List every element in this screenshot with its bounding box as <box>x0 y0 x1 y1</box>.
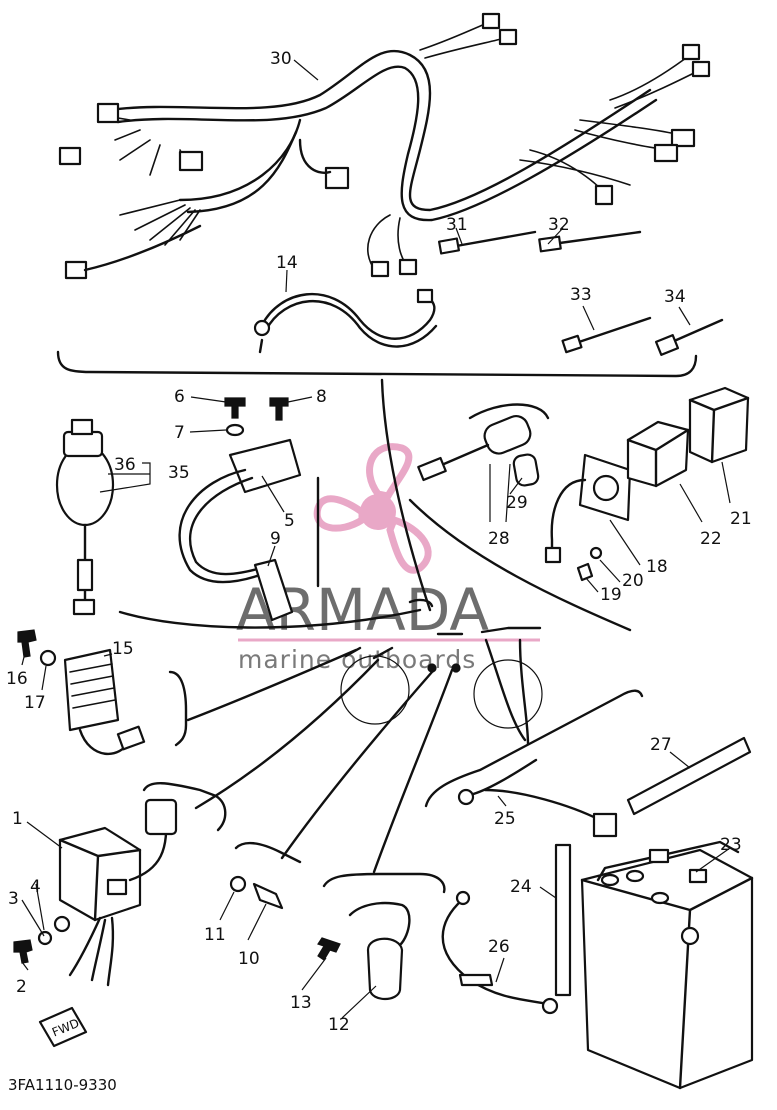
sender-10-11 <box>229 875 284 910</box>
watermark: ARMADA marine outboards <box>236 443 540 674</box>
wire-harness <box>58 12 711 280</box>
relay-box-22 <box>626 420 690 488</box>
callout-1: 1 <box>12 809 23 829</box>
callout-35: 35 <box>168 463 190 483</box>
callout-18: 18 <box>646 557 668 577</box>
callout-12: 12 <box>328 1015 350 1035</box>
battery-bracket <box>424 689 644 808</box>
cable-ties <box>437 230 724 356</box>
band-33 <box>568 316 652 347</box>
callout-17: 17 <box>24 693 46 713</box>
callout-15: 15 <box>112 639 134 659</box>
band-31 <box>443 230 537 250</box>
callout-25: 25 <box>494 809 516 829</box>
callout-23: 23 <box>720 835 742 855</box>
callout-11: 11 <box>204 925 226 945</box>
callout-14: 14 <box>276 253 298 273</box>
battery-band-27 <box>626 736 752 816</box>
callout-34: 34 <box>664 287 686 307</box>
rectifier-regulator <box>17 629 146 755</box>
callout-29: 29 <box>506 493 528 513</box>
callout-19: 19 <box>600 585 622 605</box>
lead-25 <box>457 758 618 838</box>
callout-31: 31 <box>446 215 468 235</box>
callout-32: 32 <box>548 215 570 235</box>
lead-26 <box>441 890 559 1015</box>
cdi-unit: FWD <box>13 798 178 1048</box>
fwd-arrow <box>38 1006 88 1048</box>
callout-5: 5 <box>284 511 295 531</box>
ignition-coil <box>178 397 302 622</box>
callout-16: 16 <box>6 669 28 689</box>
callout-8: 8 <box>316 387 327 407</box>
callout-6: 6 <box>174 387 185 407</box>
callout-3: 3 <box>8 889 19 909</box>
starter-relay <box>544 453 632 582</box>
routing-lines <box>118 378 632 874</box>
callout-36: 36 <box>114 455 136 475</box>
callout-26: 26 <box>488 937 510 957</box>
condenser-fuse <box>417 403 550 487</box>
callout-2: 2 <box>16 977 27 997</box>
leader-lines <box>21 59 731 1019</box>
callout-27: 27 <box>650 735 672 755</box>
main-switch <box>55 418 115 616</box>
callout-33: 33 <box>570 285 592 305</box>
callout-4: 4 <box>30 877 41 897</box>
callout-24: 24 <box>510 877 532 897</box>
callout-numbers: 1 2 3 4 5 6 7 8 9 10 11 12 13 14 15 16 1… <box>6 49 752 1035</box>
callout-13: 13 <box>290 993 312 1013</box>
neutral-switch-bracket <box>322 872 446 894</box>
lead-wire-14 <box>253 288 438 354</box>
callout-10: 10 <box>238 949 260 969</box>
callout-20: 20 <box>622 571 644 591</box>
neutral-switch <box>317 901 411 1001</box>
callout-7: 7 <box>174 423 185 443</box>
diagram-code: 3FA1110-9330 <box>8 1076 117 1094</box>
relay-cover-21 <box>688 386 750 464</box>
callout-22: 22 <box>700 529 722 549</box>
breather-pipe-24 <box>554 843 572 997</box>
cdi-bracket <box>142 782 227 832</box>
rectifier-bracket <box>168 670 188 747</box>
callout-9: 9 <box>270 529 281 549</box>
sender-bracket <box>234 841 302 864</box>
upper-section-bracket <box>56 350 698 378</box>
callout-21: 21 <box>730 509 752 529</box>
callout-30: 30 <box>270 49 292 69</box>
callout-28: 28 <box>488 529 510 549</box>
battery <box>580 840 754 1090</box>
